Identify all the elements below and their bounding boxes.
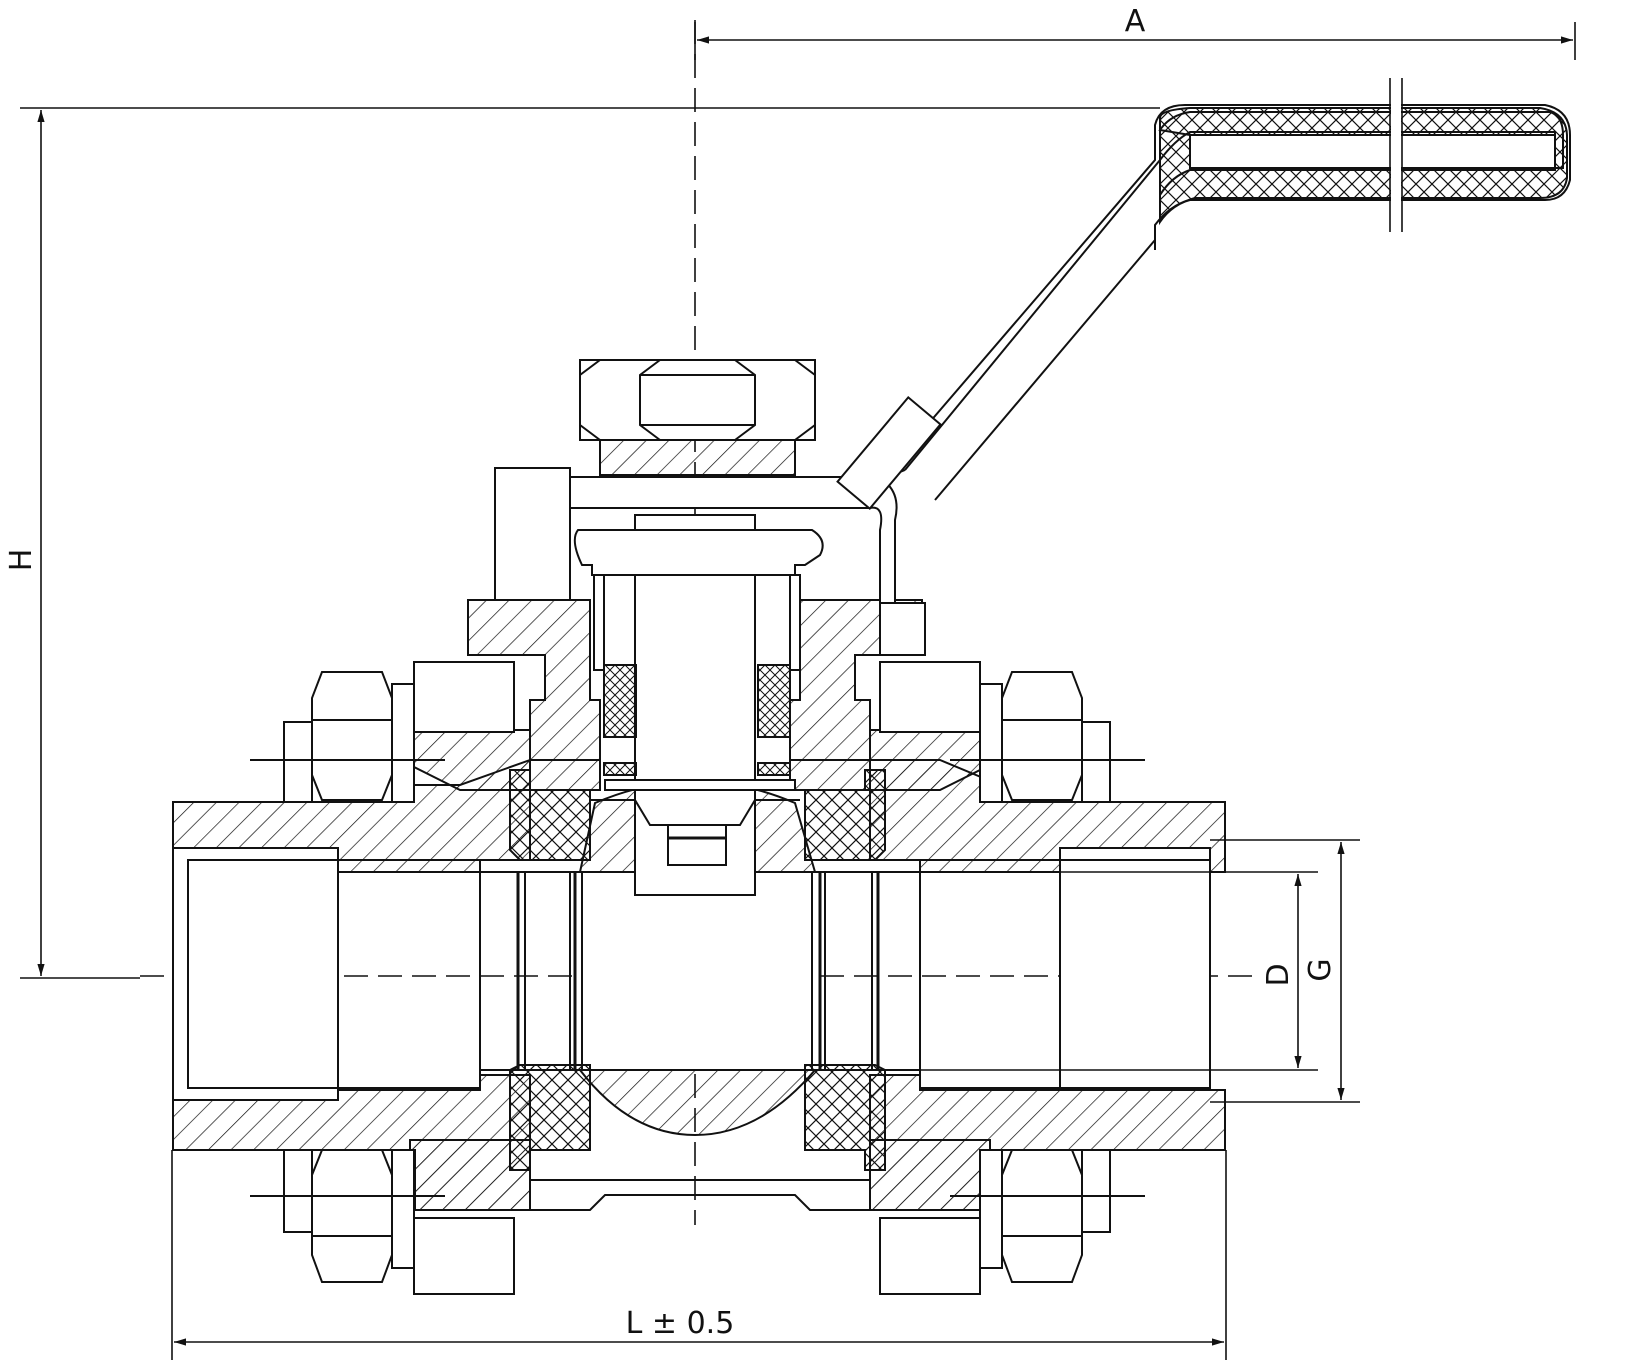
dimension-lines	[20, 22, 1576, 1360]
dimension-label-g: G	[1303, 958, 1338, 981]
dimension-label-d: D	[1261, 963, 1296, 986]
valve-body-right	[869, 729, 1226, 1211]
dimension-label-h: H	[4, 549, 39, 572]
seats	[509, 769, 886, 1171]
stem	[590, 514, 800, 896]
dimension-label-a: A	[1125, 4, 1146, 39]
bore	[172, 847, 1211, 1101]
handle	[836, 78, 1571, 511]
dimension-label-l: L ± 0.5	[626, 1306, 735, 1341]
top-nut	[579, 359, 816, 476]
bolts	[250, 661, 1145, 1295]
packing	[573, 529, 824, 776]
